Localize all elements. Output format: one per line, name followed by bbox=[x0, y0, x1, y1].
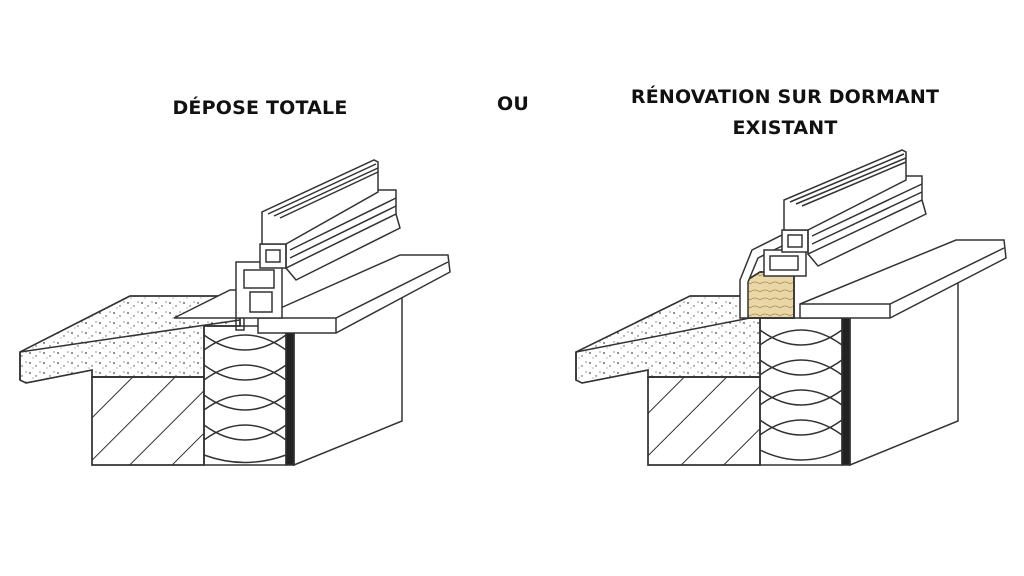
window-frame-right bbox=[763, 229, 809, 277]
title-renovation-line2: EXISTANT bbox=[732, 117, 838, 139]
masonry-wall-left bbox=[91, 376, 205, 466]
window-frame-left bbox=[235, 243, 287, 331]
window-sill-total-removal-drawing bbox=[19, 159, 451, 467]
glazing-profile-right bbox=[783, 149, 927, 267]
masonry-wall-right bbox=[647, 376, 761, 466]
window-sill-renovation-drawing bbox=[575, 149, 1007, 467]
concrete-sill-right bbox=[575, 295, 761, 384]
plasterboard-right bbox=[841, 317, 851, 466]
separator-ou: OU bbox=[497, 93, 529, 115]
plasterboard-left bbox=[285, 325, 295, 466]
insulation-right bbox=[759, 317, 843, 466]
glazing-profile-left bbox=[261, 159, 401, 281]
existing-wood-frame bbox=[743, 271, 795, 319]
window-board-left bbox=[257, 254, 451, 334]
title-renovation-line1: RÉNOVATION SUR DORMANT bbox=[630, 86, 940, 108]
title-depose-totale: DÉPOSE TOTALE bbox=[172, 97, 348, 119]
title-renovation: RÉNOVATION SUR DORMANT EXISTANT bbox=[600, 82, 970, 144]
window-board-right bbox=[799, 239, 1007, 319]
insulation-left bbox=[203, 325, 287, 466]
